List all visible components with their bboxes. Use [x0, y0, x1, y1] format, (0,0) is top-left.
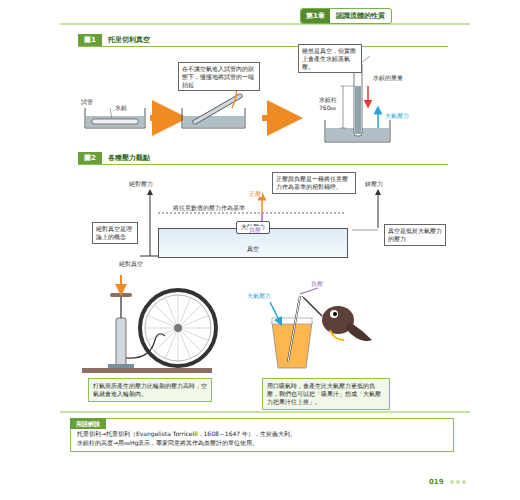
wheel-spoke — [178, 295, 179, 328]
wheel-spoke — [178, 328, 211, 329]
body-text: 真空是低於大氣壓力的壓力 — [388, 227, 442, 243]
wheel-spoke — [178, 328, 179, 361]
glossary-box: 用語解說托里切利→托里切利（Evangelista Torricelli，160… — [70, 418, 454, 452]
part-label: 絕對真空 — [118, 260, 144, 267]
callout-box: 絕對真空是理論上的概念 — [92, 222, 138, 244]
body-text: 真空 — [159, 245, 347, 254]
part-label: 760㎜ — [318, 104, 337, 111]
page-number: 019 — [428, 478, 445, 486]
wheel-spoke — [178, 328, 191, 358]
body-text: 各種壓力觀點 — [108, 153, 150, 163]
callout-box: 真空是低於大氣壓力的壓力 — [384, 224, 446, 246]
wheel-spoke — [155, 328, 178, 351]
body-text: 水銀柱的高度→用㎜Hg表示，專家同意將其作為血壓計的單位使用。 — [77, 438, 447, 447]
heading-text: 用語解說 — [70, 418, 106, 429]
wheel-spoke — [178, 305, 201, 328]
wheel-spoke — [178, 328, 201, 351]
heading-text: 第1章 — [301, 9, 330, 23]
wheel-spoke — [178, 315, 208, 328]
chapter-header: 第1章認識流體的性質 — [300, 8, 392, 24]
part-label: 試管 — [80, 98, 94, 105]
body-text: 用口吸氣時，會產生比大氣壓力更低的負壓，我們也可以把「吸果汁」想成「大氣壓力把果… — [267, 382, 385, 406]
wheel-spoke — [155, 305, 178, 328]
page-dot — [456, 480, 460, 484]
part-label: 負壓 — [310, 280, 324, 287]
wheel-spoke — [145, 328, 178, 329]
part-label: 錶壓力 — [364, 180, 384, 187]
part-label: 正壓 — [248, 190, 262, 197]
part-label: 水銀 — [114, 104, 128, 111]
wheel-spoke — [165, 298, 178, 328]
caption-box: 用口吸氣時，會產生比大氣壓力更低的負壓，我們也可以把「吸果汁」想成「大氣壓力把果… — [262, 378, 390, 410]
part-label: 絕對壓力 — [128, 180, 154, 187]
callout-box: 在不讓空氣進入試管內的狀態下，慢慢地將試管的一端抬起 — [178, 62, 260, 91]
callout-box: 正壓與負壓是一種將任意壓力作為基準的相對稱呼。 — [272, 172, 356, 194]
caption-box: 打氣筒所產生的壓力比輪胎的壓力高時，空氣就會進入輪胎內。 — [88, 378, 212, 402]
part-label: 負壓 — [248, 226, 262, 233]
part-label: 大氣壓力 — [384, 112, 410, 119]
callout-box: 雖然是真空，但實際上會產生水銀蒸氣壓。 — [298, 44, 362, 73]
page-dot — [462, 480, 466, 484]
body-text: 認識流體的性質 — [330, 9, 391, 23]
body-text: 在不讓空氣進入試管內的狀態下，慢慢地將試管的一端抬起 — [182, 65, 256, 88]
figure-title: 圖2 各種壓力觀點 — [78, 152, 448, 165]
body-text: 正壓與負壓是一種將任意壓力作為基準的相對稱呼。 — [276, 175, 352, 191]
figure-title: 圖1 托里切利真空 — [78, 34, 448, 47]
body-text: 托里切利→托里切利（Evangelista Torricelli，1608～16… — [77, 429, 447, 438]
part-label: 大氣壓力 — [246, 292, 272, 299]
part-label: 水銀柱 — [318, 96, 338, 103]
page-dot — [450, 480, 454, 484]
heading-text: 圖2 — [78, 152, 102, 164]
body-text: 打氣筒所產生的壓力比輪胎的壓力高時，空氣就會進入輪胎內。 — [93, 382, 207, 398]
part-label: 水銀的重量 — [372, 74, 404, 81]
heading-text: 圖1 — [78, 34, 102, 46]
body-text: 絕對真空是理論上的概念 — [96, 225, 134, 241]
body-text: 雖然是真空，但實際上會產生水銀蒸氣壓。 — [302, 47, 358, 70]
body-text: 托里切利真空 — [108, 35, 150, 45]
part-label: 將任意數值的壓力作為基準 — [172, 204, 246, 211]
